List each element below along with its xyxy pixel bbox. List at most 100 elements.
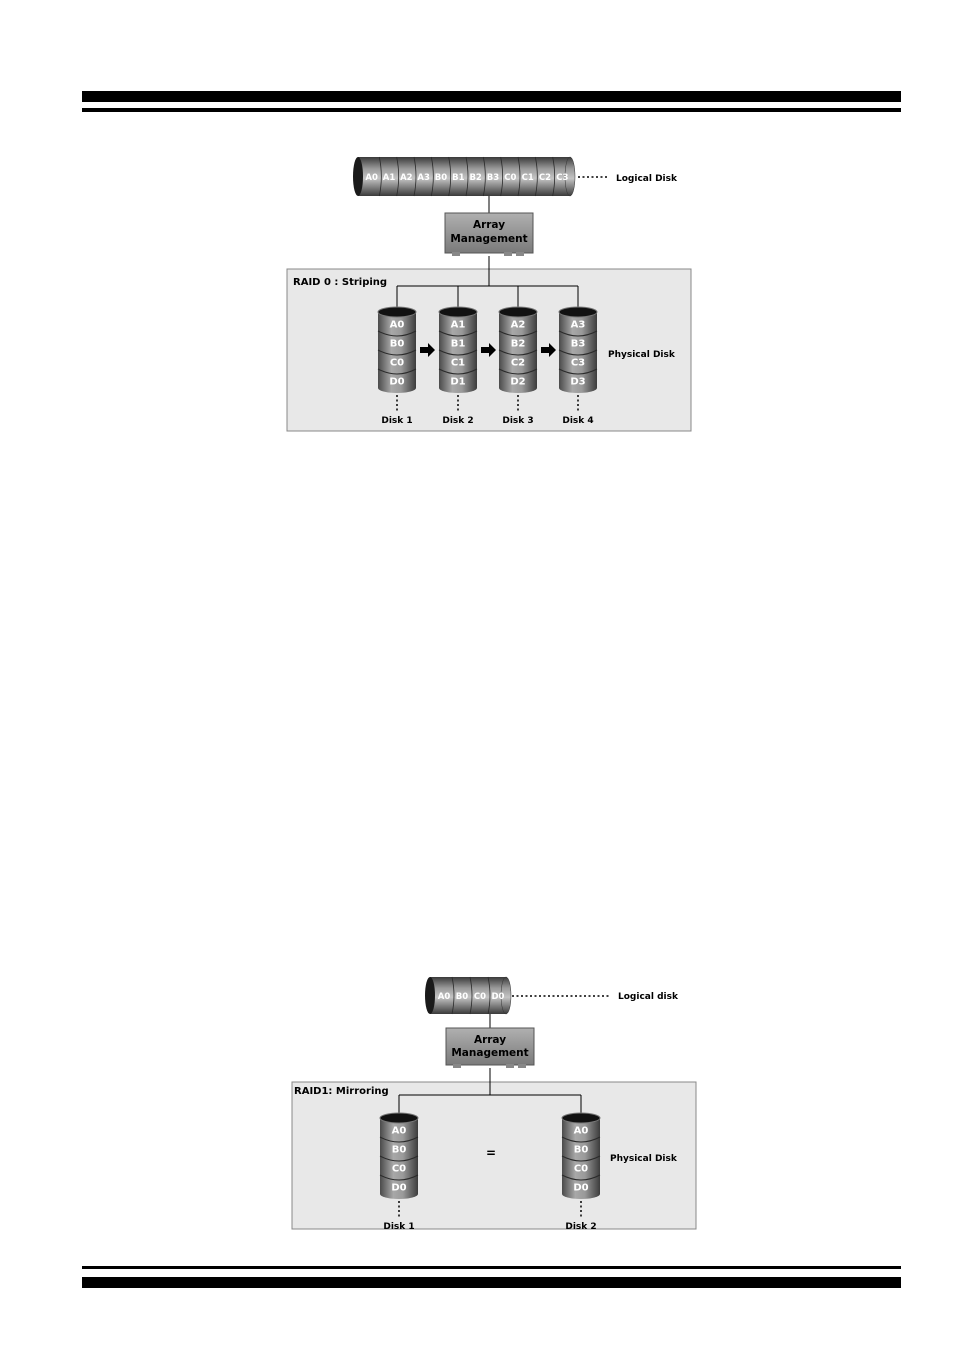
raid1-disk-bottom (562, 1189, 600, 1199)
raid1-panel (291, 1081, 697, 1230)
bottom-rule-thin (82, 1266, 901, 1269)
raid0-logical-cell: C3 (556, 173, 568, 183)
raid0-disk-bottom (499, 383, 537, 393)
raid0-disk-top (377, 306, 417, 318)
raid0-disk-body (439, 312, 477, 388)
raid0-logical-label: Logical Disk (616, 174, 678, 184)
raid1-disk-block: B0 (574, 1145, 589, 1156)
raid0-disk-label: Disk 3 (502, 416, 533, 426)
raid0-logical-cell-divider (552, 156, 556, 197)
raid0-physical-label: Physical Disk (608, 350, 676, 360)
raid0-disk-block: D1 (450, 377, 465, 388)
raid0-segment-divider (498, 368, 538, 375)
top-rule-thin (82, 108, 901, 112)
raid0-disk-label: Disk 2 (442, 416, 473, 426)
raid0-logical-cell: A2 (400, 173, 413, 183)
raid0-segment-divider (438, 349, 478, 356)
raid0-logical-cell: B2 (469, 173, 481, 183)
raid1-logical-cell-divider (487, 976, 491, 1015)
raid1-disk-block: C0 (392, 1164, 406, 1175)
raid0-disk-top (558, 306, 598, 318)
raid1-equals: = (486, 1146, 496, 1160)
raid0-array-management: Array Management (444, 212, 534, 256)
raid0-disk-bottom (378, 383, 416, 393)
raid0-disk-body (499, 312, 537, 388)
raid0-logical-cell: C2 (539, 173, 551, 183)
raid0-logical-cell-divider (396, 156, 400, 197)
raid1-disk-label: Disk 1 (383, 1222, 414, 1232)
raid0-logical-cell-divider (465, 156, 469, 197)
raid1-array-line2: Management (451, 1047, 528, 1059)
raid0-segment-divider (377, 349, 417, 356)
raid0-segment-divider (498, 349, 538, 356)
raid0-disk-block: D3 (570, 377, 585, 388)
raid0-disk-block: C1 (451, 358, 465, 369)
raid0-disk-block: C3 (571, 358, 585, 369)
raid1-array-management: Array Management (445, 1027, 535, 1068)
raid0-disk-block: C0 (390, 358, 404, 369)
raid1-segment-divider (379, 1174, 419, 1181)
raid0-segment-divider (438, 330, 478, 337)
raid1-logical-cell: B0 (456, 992, 468, 1002)
raid1-title: RAID1: Mirroring (294, 1086, 389, 1097)
raid0-logical-cell-divider (517, 156, 521, 197)
raid0-logical-cell-divider (413, 156, 417, 197)
raid1-logical-cell: C0 (474, 992, 486, 1002)
raid0-disk-block: D2 (510, 377, 525, 388)
raid1-disk-label: Disk 2 (565, 1222, 596, 1232)
raid0-logical-cell-divider (500, 156, 504, 197)
raid0-title: RAID 0 : Striping (293, 277, 387, 288)
raid1-logical-cell-divider (469, 976, 473, 1015)
raid0-disk-block: A1 (451, 320, 466, 331)
raid1-segment-divider (561, 1136, 601, 1143)
raid1-logical-cell: A0 (438, 992, 451, 1002)
raid0-disk-block: A3 (571, 320, 586, 331)
raid1-disk-body (380, 1118, 418, 1194)
raid1-disk-top (379, 1112, 419, 1124)
raid0-logical-cell: B0 (435, 173, 447, 183)
raid1-disk-block: D0 (391, 1183, 406, 1194)
raid0-segment-divider (377, 330, 417, 337)
raid0-logical-cell: B1 (452, 173, 464, 183)
raid0-disk-block: D0 (389, 377, 404, 388)
raid0-disk-top (438, 306, 478, 318)
raid1-disk-block: D0 (573, 1183, 588, 1194)
raid1-segment-divider (561, 1155, 601, 1162)
raid1-logical-cell-divider (451, 976, 455, 1015)
raid1-segment-divider (379, 1155, 419, 1162)
raid1-logical-disk: A0 B0 C0 D0 (425, 976, 512, 1015)
raid0-disk-label: Disk 4 (562, 416, 593, 426)
raid0-array-line1: Array (473, 219, 505, 231)
raid1-logical-label: Logical disk (618, 992, 679, 1002)
raid1-segment-divider (379, 1136, 419, 1143)
raid0-arrow-1 (420, 343, 435, 357)
raid0-disk-bottom (559, 383, 597, 393)
raid0-disk-label: Disk 1 (381, 416, 412, 426)
raid0-disk-block: C2 (511, 358, 525, 369)
raid0-logical-cell: A0 (365, 173, 378, 183)
raid0-segment-divider (558, 368, 598, 375)
raid0-logical-cell: C1 (522, 173, 534, 183)
raid0-arrow-3 (541, 343, 556, 357)
raid0-segment-divider (558, 349, 598, 356)
raid0-segment-divider (558, 330, 598, 337)
raid0-disk-block: A0 (390, 320, 405, 331)
raid1-physical-label: Physical Disk (610, 1154, 678, 1164)
raid0-logical-cell-divider (430, 156, 434, 197)
raid0-disk-body (378, 312, 416, 388)
raid0-segment-divider (498, 330, 538, 337)
raid1-disk-block: B0 (392, 1145, 407, 1156)
raid0-logical-cell-divider (482, 156, 486, 197)
raid0-disk-bottom (439, 383, 477, 393)
raid1-logical-cell: D0 (492, 992, 505, 1002)
raid0-logical-cell-divider (448, 156, 452, 197)
raid0-logical-cell: A1 (383, 173, 396, 183)
raid1-disk-block: A0 (574, 1126, 589, 1137)
raid0-array-line2: Management (450, 233, 527, 245)
raid0-arrow-2 (481, 343, 496, 357)
